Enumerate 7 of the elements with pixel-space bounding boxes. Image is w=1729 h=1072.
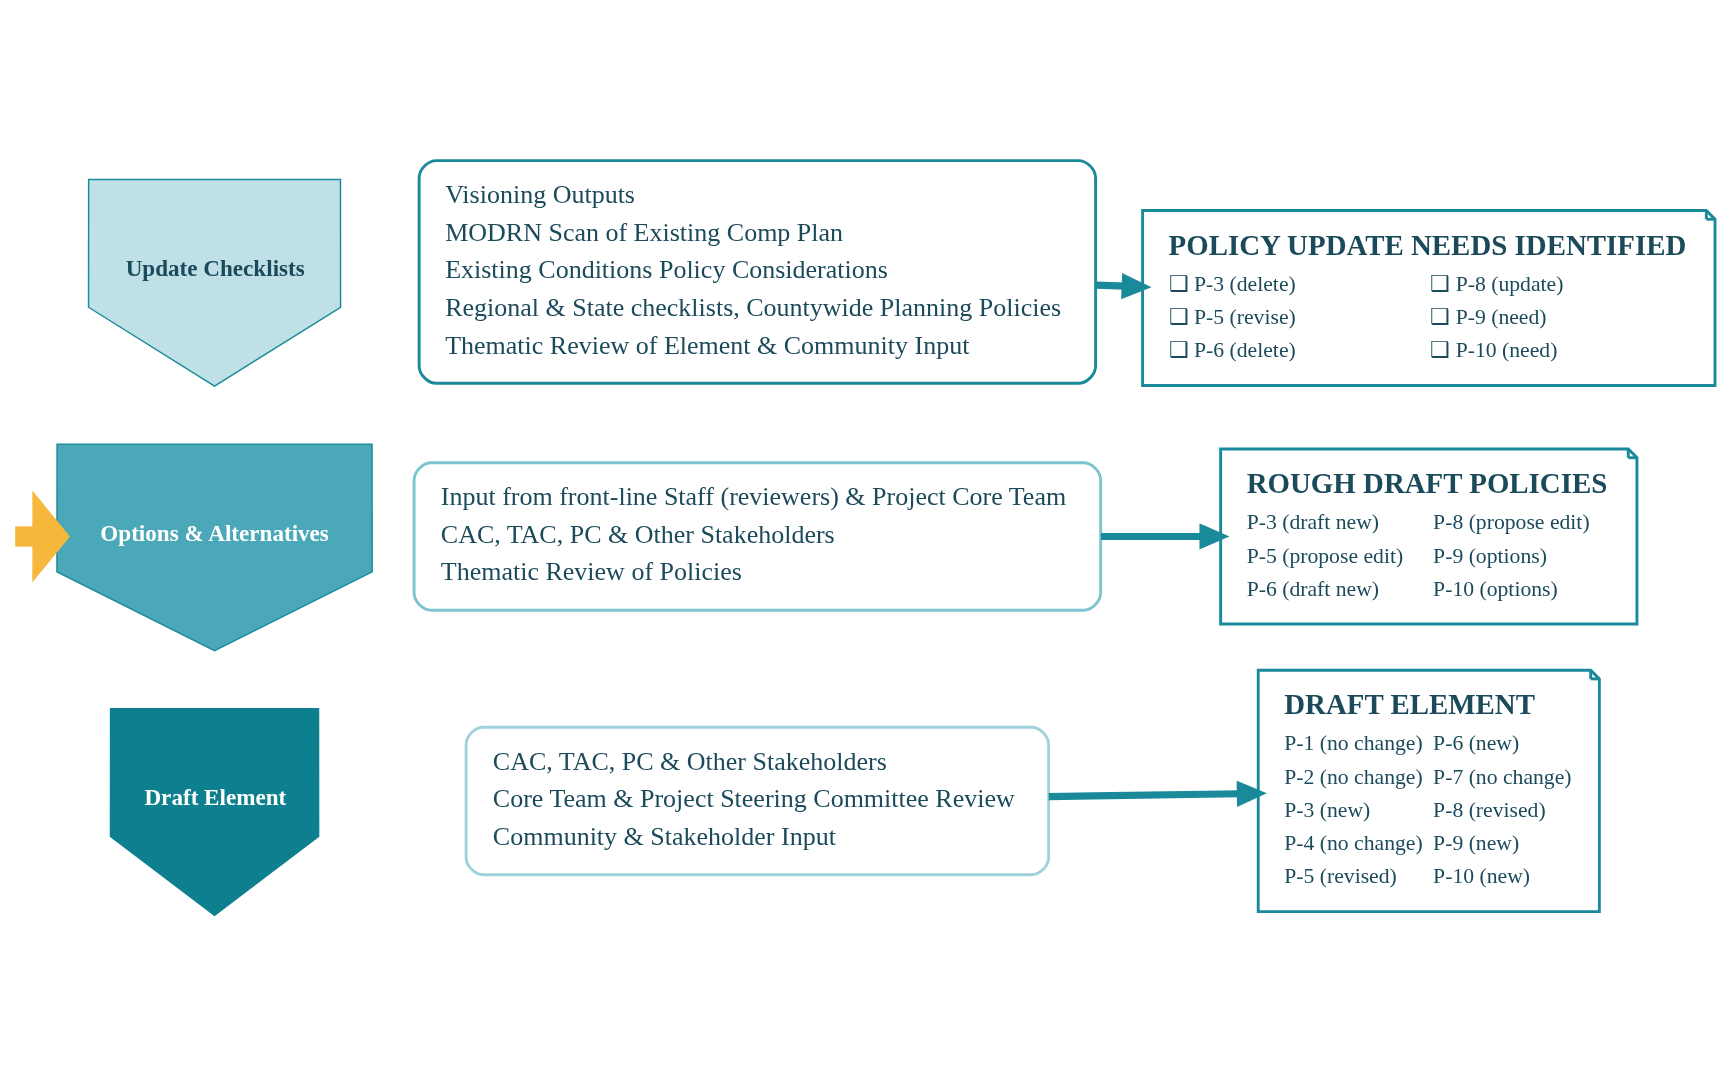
arrow: [1048, 780, 1267, 807]
arrow: [1100, 522, 1230, 550]
arrow: [1095, 272, 1152, 299]
arrow: [15, 489, 70, 583]
node-box: Input from front-line Staff (reviewers) & Project Core Team CAC, TAC, PC & Other Stakeholders Thematic Review of Policies: [412, 460, 1103, 612]
node-box: CAC, TAC, PC & Other Stakeholders Core Team & Project Steering Committee Review Community & Stakeholder Input: [464, 725, 1051, 876]
node-box: Visioning Outputs MODRN Scan of Existing Comp Plan Existing Conditions Policy Considerations Regional & State checklists, Countywide Planning Policies Thematic Review of Element & Community Input: [417, 158, 1098, 385]
